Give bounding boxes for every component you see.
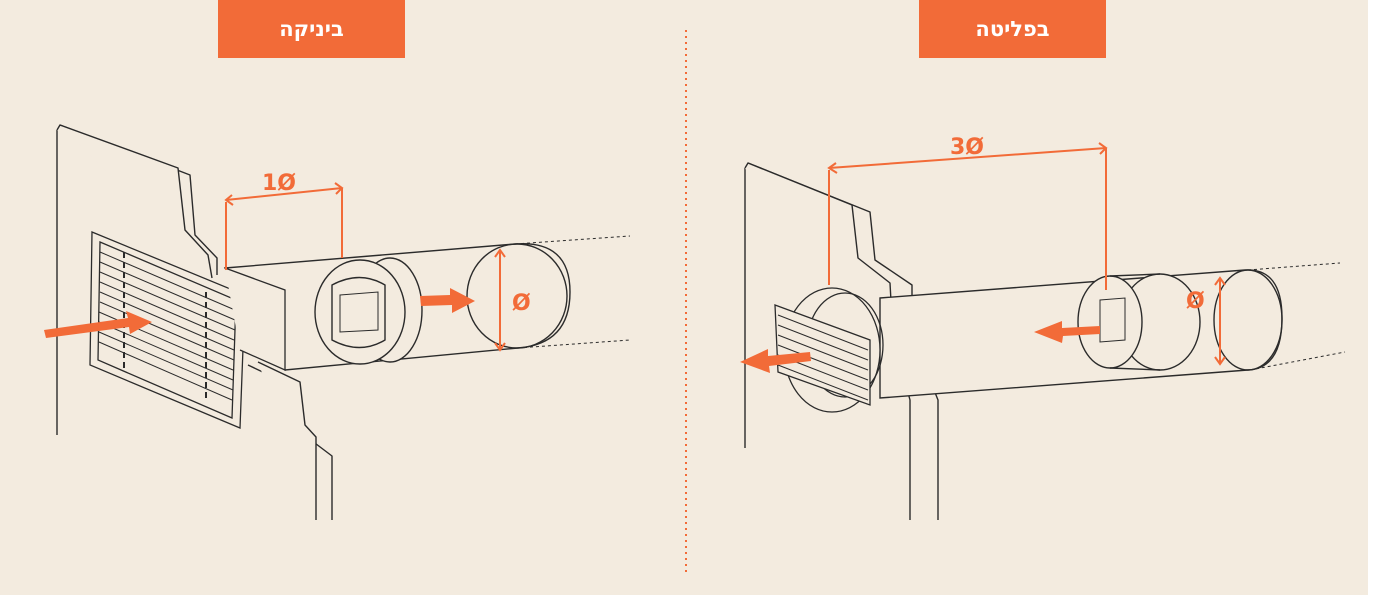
right-diameter-label: Ø	[1186, 289, 1205, 314]
left-length-dimension	[224, 182, 344, 270]
tab-exhaust: בפליטה	[919, 0, 1106, 58]
left-diameter-label: Ø	[512, 291, 531, 316]
right-diameter-dimension	[1214, 276, 1226, 366]
right-length-label: 3Ø	[950, 135, 984, 160]
tab-intake: ביניקה	[218, 0, 405, 58]
left-grille	[89, 231, 286, 429]
right-length-dimension	[827, 142, 1108, 290]
right-valve	[1077, 273, 1201, 371]
arrow-right-icon	[44, 311, 152, 338]
tab-exhaust-label: בפליטה	[975, 17, 1050, 41]
left-wall	[56, 124, 333, 520]
arrow-left-icon	[1034, 321, 1100, 343]
arrow-right-icon	[420, 288, 475, 313]
right-grille	[774, 287, 884, 413]
left-length-label: 1Ø	[262, 171, 296, 196]
left-valve	[314, 257, 423, 365]
left-diameter-dimension	[494, 248, 506, 352]
tab-intake-label: ביניקה	[279, 17, 344, 41]
arrow-left-icon	[740, 349, 811, 373]
